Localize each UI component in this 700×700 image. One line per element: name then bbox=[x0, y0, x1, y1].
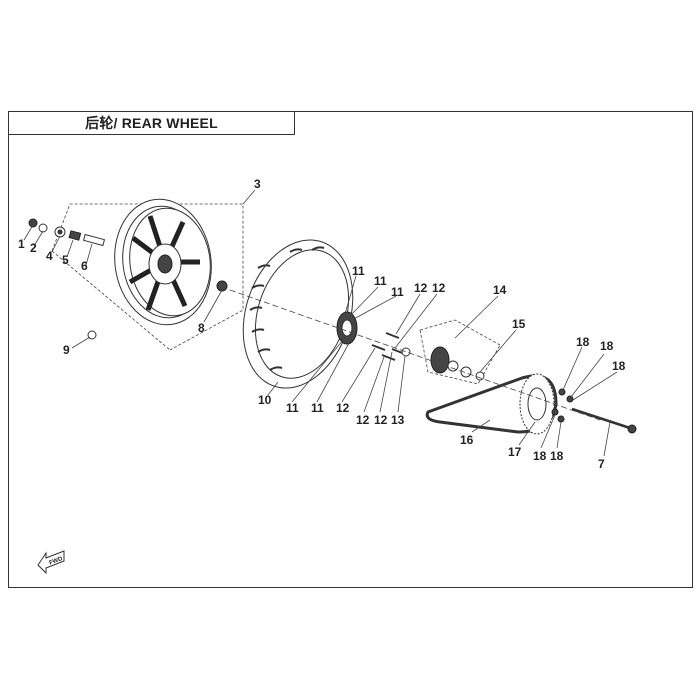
label-12d: 12 bbox=[356, 413, 370, 427]
label-1: 1 bbox=[18, 237, 25, 251]
label-18e: 18 bbox=[550, 449, 564, 463]
label-16: 16 bbox=[460, 433, 474, 447]
brake-disc bbox=[336, 311, 358, 345]
callout-labels: 1 2 3 4 5 6 7 8 9 10 11 11 11 11 11 12 1… bbox=[18, 177, 626, 471]
label-12a: 12 bbox=[414, 281, 428, 295]
label-12c: 12 bbox=[336, 401, 350, 415]
label-11b: 11 bbox=[374, 274, 387, 288]
label-18a: 18 bbox=[576, 335, 590, 349]
label-3: 3 bbox=[254, 177, 261, 191]
assembly-axis bbox=[229, 289, 601, 421]
rim-group-outline bbox=[51, 189, 256, 351]
leader-lines bbox=[23, 224, 618, 457]
diagram-frame bbox=[8, 111, 693, 588]
rear-rim bbox=[87, 198, 228, 340]
label-10: 10 bbox=[258, 393, 272, 407]
label-4: 4 bbox=[46, 249, 53, 263]
label-11e: 11 bbox=[311, 401, 324, 415]
label-7: 7 bbox=[598, 457, 605, 471]
label-11c: 11 bbox=[391, 285, 404, 299]
label-9: 9 bbox=[63, 343, 70, 357]
label-18b: 18 bbox=[600, 339, 614, 353]
label-12e: 12 bbox=[374, 413, 388, 427]
label-2: 2 bbox=[30, 241, 37, 255]
sprocket-carrier bbox=[419, 319, 501, 385]
diagram-title: 后轮/ REAR WHEEL bbox=[85, 115, 218, 131]
axle-hardware-left bbox=[28, 218, 106, 247]
label-8: 8 bbox=[198, 321, 205, 335]
label-14: 14 bbox=[493, 283, 507, 297]
label-6: 6 bbox=[81, 259, 88, 273]
label-17: 17 bbox=[508, 445, 522, 459]
forward-arrow-icon: FWD bbox=[37, 550, 65, 575]
bolts-and-spacer bbox=[371, 332, 411, 361]
title-box: 后轮/ REAR WHEEL bbox=[8, 111, 295, 135]
label-15: 15 bbox=[512, 317, 526, 331]
label-5: 5 bbox=[62, 253, 69, 267]
label-12b: 12 bbox=[432, 281, 446, 295]
rear-axle bbox=[571, 407, 637, 434]
forward-arrow-label: FWD bbox=[49, 556, 65, 567]
rear-sprocket bbox=[519, 373, 555, 435]
label-13: 13 bbox=[391, 413, 405, 427]
label-11d: 11 bbox=[286, 401, 299, 415]
label-18d: 18 bbox=[533, 449, 547, 463]
label-18c: 18 bbox=[612, 359, 626, 373]
label-11a: 11 bbox=[352, 264, 365, 278]
